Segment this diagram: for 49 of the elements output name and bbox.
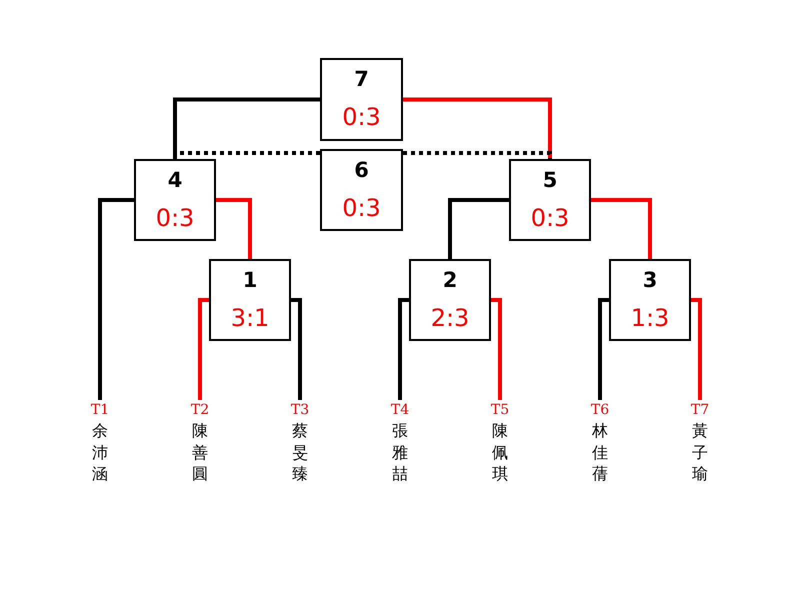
seed-label: T3 <box>290 402 310 418</box>
player-name: 蔡旻臻 <box>292 420 308 484</box>
match-number: 4 <box>166 167 184 193</box>
player-name: 陳佩琪 <box>492 420 508 484</box>
match-box <box>320 149 403 231</box>
bracket-line <box>491 298 502 400</box>
bracket-line <box>98 198 134 400</box>
seed-label: T5 <box>490 402 510 418</box>
match-number: 1 <box>242 267 258 293</box>
player-name: 陳善圓 <box>192 420 208 484</box>
match-number: 7 <box>353 66 370 92</box>
seed-label: T6 <box>590 402 610 418</box>
match-number: 6 <box>353 157 370 183</box>
match-number: 5 <box>542 167 558 193</box>
match-box <box>409 259 491 341</box>
seed-label: T1 <box>90 402 110 418</box>
bracket-line <box>691 298 702 400</box>
match-score: 0:3 <box>154 203 196 233</box>
bracket-line <box>291 298 302 400</box>
bracket-line <box>591 198 652 259</box>
match-box <box>320 58 403 141</box>
dotted-connector <box>173 151 320 159</box>
player-name: 張雅喆 <box>392 420 408 484</box>
match-box <box>134 159 216 241</box>
match-box <box>209 259 291 341</box>
bracket-line <box>216 198 252 259</box>
match-score: 3:1 <box>230 303 270 333</box>
match-score: 0:3 <box>530 203 570 233</box>
match-score: 0:3 <box>341 193 382 223</box>
bracket-line <box>598 298 609 400</box>
seed-label: T4 <box>390 402 410 418</box>
dotted-connector <box>403 151 552 159</box>
bracket-line <box>448 198 509 259</box>
match-score: 0:3 <box>341 102 382 132</box>
match-score: 2:3 <box>430 303 470 333</box>
match-score: 1:3 <box>630 303 670 333</box>
match-number: 3 <box>642 267 658 293</box>
seed-label: T7 <box>690 402 710 418</box>
player-name: 林佳蒨 <box>592 420 608 484</box>
bracket-line <box>173 98 320 159</box>
player-name: 余沛涵 <box>92 420 108 484</box>
match-box <box>509 159 591 241</box>
match-box <box>609 259 691 341</box>
match-number: 2 <box>442 267 458 293</box>
bracket-line <box>198 298 209 400</box>
bracket-line <box>398 298 409 400</box>
seed-label: T2 <box>190 402 210 418</box>
player-name: 黃子瑜 <box>692 420 708 484</box>
bracket-line <box>403 98 552 159</box>
